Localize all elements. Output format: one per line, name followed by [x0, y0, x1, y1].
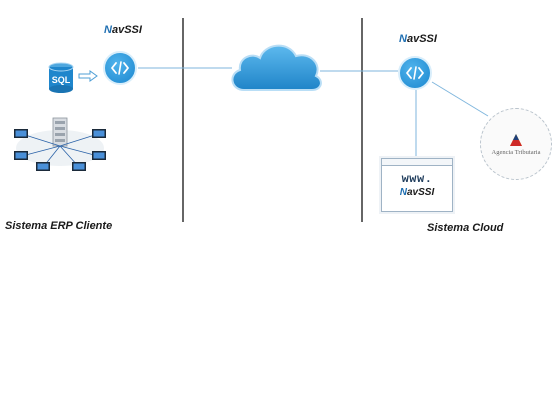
right-code-node	[398, 56, 432, 90]
code-icon	[111, 61, 129, 75]
code-icon	[406, 66, 424, 80]
link-right-node-agency	[431, 81, 489, 117]
browser-brand-initial: N	[399, 187, 407, 198]
database-icon: SQL	[46, 62, 76, 99]
right-brand-initial: N	[399, 33, 407, 45]
arrow-right-icon	[78, 69, 98, 87]
browser-www: www.	[401, 172, 433, 186]
sql-label: SQL	[52, 75, 71, 85]
right-brand-label: NavSSI	[399, 33, 437, 45]
browser-body: www. NavSSI	[382, 166, 452, 198]
agency-emblem-icon	[510, 133, 522, 146]
left-brand-rest: avSSI	[111, 24, 142, 36]
cloud-icon	[226, 38, 326, 101]
left-brand-initial: N	[104, 24, 112, 36]
browser-window-icon: www. NavSSI	[381, 158, 453, 212]
right-system-caption: Sistema Cloud	[427, 222, 504, 234]
agency-label: Agencia Tributaria	[491, 148, 541, 156]
left-system-caption: Sistema ERP Cliente	[5, 220, 113, 232]
network-computers-icon	[8, 112, 108, 179]
right-brand-rest: avSSI	[406, 33, 437, 45]
left-brand-label: NavSSI	[104, 24, 142, 36]
browser-brand-rest: avSSI	[406, 187, 435, 198]
browser-titlebar	[382, 159, 452, 166]
left-code-node	[103, 51, 137, 85]
browser-brand: NavSSI	[382, 187, 452, 198]
agency-logo-icon: Agencia Tributaria	[480, 108, 552, 180]
